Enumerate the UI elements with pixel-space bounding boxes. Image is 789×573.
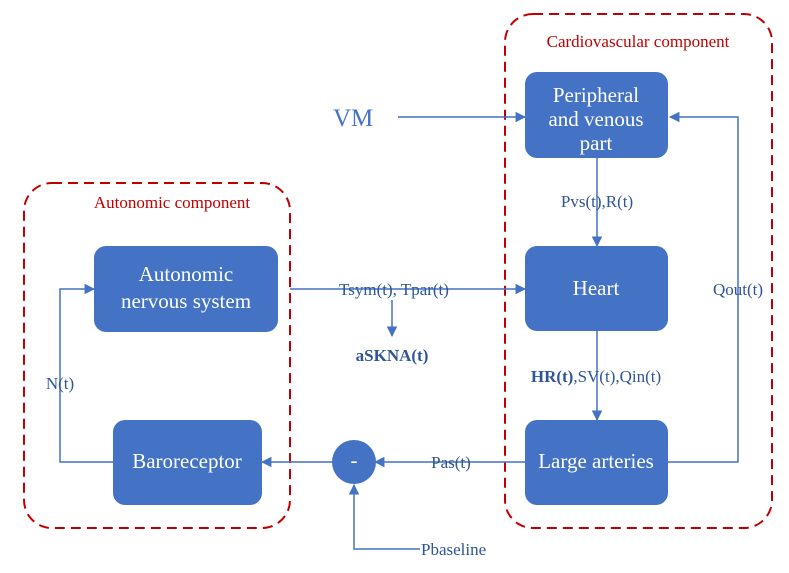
autonomic-region-border — [23, 182, 291, 529]
large-arteries-box: Large arteries — [525, 420, 668, 505]
ans-line1: Autonomic — [139, 262, 234, 286]
qout-label: Qout(t) — [713, 280, 763, 299]
nt-feedback-arrow — [59, 283, 113, 463]
qout-feedback-arrow — [668, 111, 739, 463]
nt-label: N(t) — [46, 374, 74, 393]
peripheral-line3: part — [580, 131, 613, 155]
peripheral-venous-box: Peripheral and venous part — [525, 72, 668, 158]
pbaseline-to-comparator-arrow — [348, 483, 420, 550]
peripheral-line2: and venous — [548, 107, 643, 131]
pas-label: Pas(t) — [431, 453, 471, 472]
baroreceptor-label: Baroreceptor — [132, 449, 242, 473]
tsym-tpar-label: Tsym(t), Tpar(t) — [339, 280, 449, 299]
hr-label: HR(t) — [531, 367, 573, 386]
autonomic-nervous-system-box: Autonomic nervous system — [94, 246, 278, 332]
comparator-node: - — [332, 440, 376, 484]
pbaseline-label: Pbaseline — [421, 540, 486, 559]
vm-label: VM — [333, 105, 373, 132]
baroreceptor-box: Baroreceptor — [113, 420, 262, 505]
pvs-r-label: Pvs(t),R(t) — [561, 192, 633, 211]
ans-line2: nervous system — [121, 289, 251, 313]
cardiovascular-region-label: Cardiovascular component — [547, 32, 730, 51]
autonomic-region-label: Autonomic component — [94, 193, 251, 212]
hr-sv-qin-label: HR(t),SV(t),Qin(t) — [531, 367, 661, 386]
askna-label: aSKNA(t) — [356, 346, 429, 365]
large-arteries-label: Large arteries — [538, 449, 654, 473]
heart-label: Heart — [573, 276, 620, 300]
peripheral-line1: Peripheral — [553, 83, 639, 107]
heart-box: Heart — [525, 246, 668, 331]
cardiovascular-region-border — [504, 13, 773, 529]
comparator-symbol: - — [351, 448, 358, 472]
sv-qin-label: ,SV(t),Qin(t) — [573, 367, 661, 386]
